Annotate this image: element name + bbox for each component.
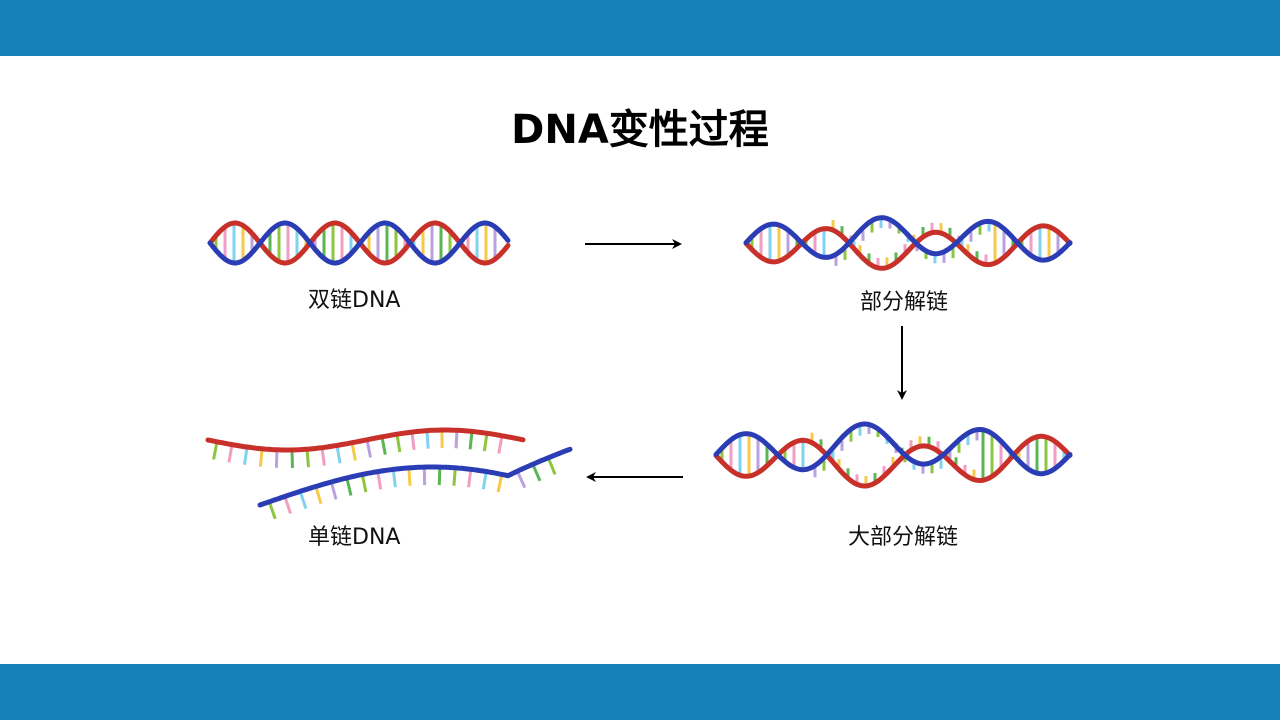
base xyxy=(515,470,527,489)
base xyxy=(314,486,323,505)
base xyxy=(350,442,357,461)
stage-label-mostly-unwound: 大部分解链 xyxy=(848,525,959,550)
base xyxy=(267,501,277,520)
base xyxy=(243,446,249,466)
base xyxy=(380,436,387,455)
base xyxy=(395,433,402,453)
base xyxy=(410,431,416,451)
top-band xyxy=(0,0,1280,56)
slide-title: DNA变性过程 xyxy=(511,107,769,153)
base xyxy=(335,445,342,464)
base xyxy=(407,467,412,486)
base xyxy=(283,495,292,515)
base xyxy=(329,481,338,500)
base xyxy=(212,441,219,460)
stage-label-single-strand: 单链DNA xyxy=(308,525,401,550)
dna-strand-blue xyxy=(713,421,1073,477)
base xyxy=(481,471,488,490)
single-strand-dna-figure xyxy=(205,427,573,520)
double-strand-dna-figure xyxy=(207,220,511,266)
single-strand-blue xyxy=(257,446,573,508)
dna-strand-red xyxy=(743,223,1073,271)
base xyxy=(376,471,383,490)
dna-strand-blue xyxy=(743,215,1073,263)
base xyxy=(360,474,368,493)
partial-unwinding-dna-figure xyxy=(743,215,1073,271)
base xyxy=(345,477,353,496)
dna-strand-blue xyxy=(207,220,511,266)
base xyxy=(298,490,308,509)
base xyxy=(305,449,310,468)
stage-label-double-strand: 双链DNA xyxy=(308,288,401,313)
base xyxy=(482,433,489,452)
base xyxy=(227,444,234,463)
base xyxy=(274,449,279,468)
base xyxy=(452,467,457,486)
stage-label-partial-unwinding: 部分解链 xyxy=(860,290,949,315)
bottom-band xyxy=(0,664,1280,720)
base xyxy=(437,467,442,486)
base xyxy=(454,430,459,449)
base xyxy=(320,447,326,466)
base xyxy=(467,469,473,488)
base xyxy=(546,457,557,476)
base xyxy=(258,448,264,467)
base xyxy=(391,469,397,488)
single-strand-red xyxy=(205,427,526,453)
base xyxy=(468,431,474,450)
base xyxy=(365,439,372,458)
mostly-unwound-dna-figure xyxy=(713,421,1073,489)
base xyxy=(496,474,504,493)
dna-strand-red xyxy=(713,433,1073,489)
base xyxy=(497,435,504,454)
base xyxy=(531,463,542,482)
base xyxy=(425,430,430,449)
